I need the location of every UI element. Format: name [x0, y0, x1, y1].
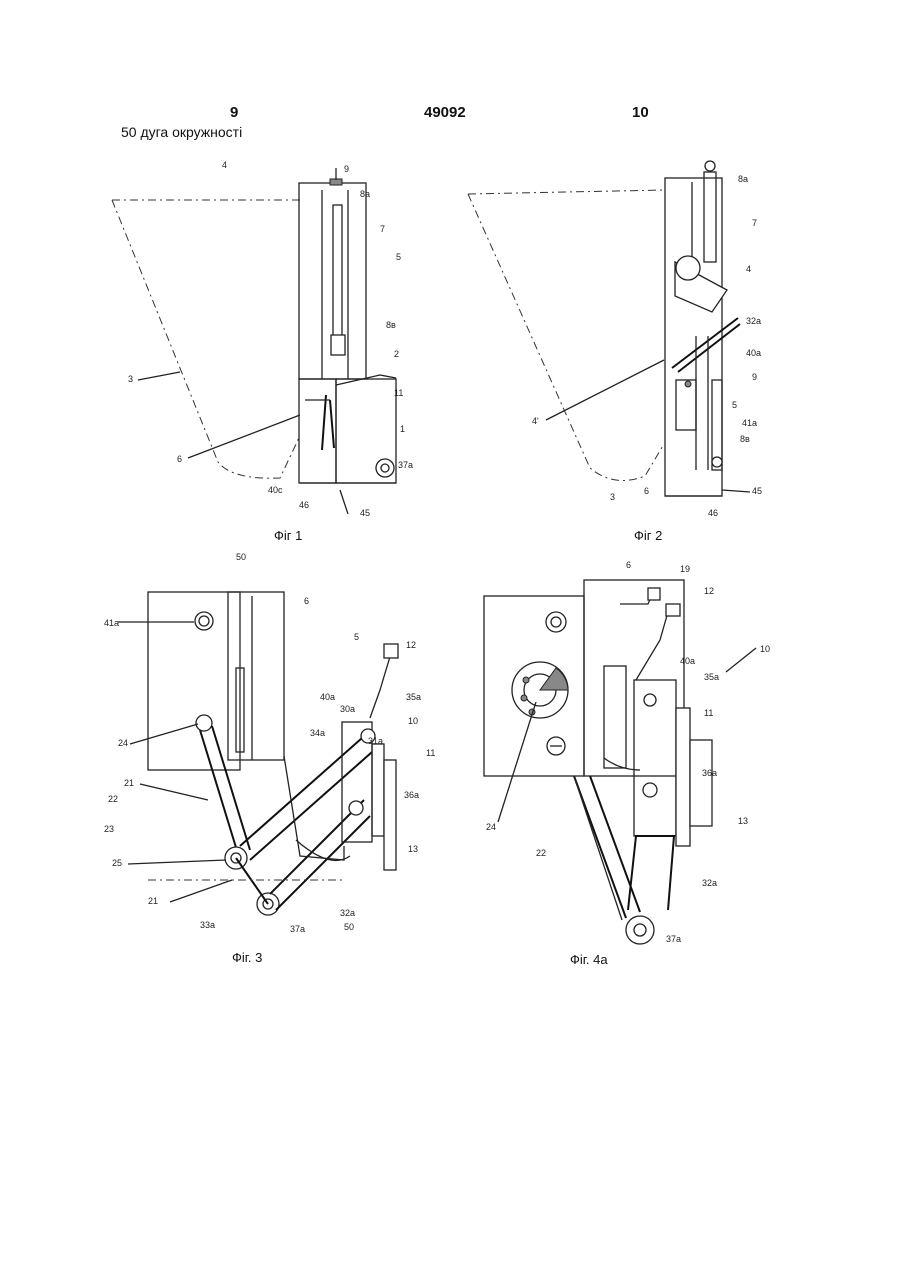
fig3-label: 10	[408, 716, 418, 726]
fig3-label: 12	[406, 640, 416, 650]
fig2-label: 32а	[746, 316, 761, 326]
figure-3-caption: Фіг. 3	[232, 950, 262, 965]
fig3-label: 25	[112, 858, 122, 868]
fig3-label: 33а	[200, 920, 215, 930]
fig2-label: 6	[644, 486, 649, 496]
fig3-label: 40а	[320, 692, 335, 702]
fig4a-label: 40а	[680, 656, 695, 666]
fig3-label: 32а	[340, 908, 355, 918]
fig2-label: 4'	[532, 416, 539, 426]
fig3-label: 35а	[406, 692, 421, 702]
fig3-label: 34а	[310, 728, 325, 738]
fig2-label: 4	[746, 264, 751, 274]
fig3-label: 13	[408, 844, 418, 854]
fig1-label: 6	[177, 454, 182, 464]
fig4a-label: 13	[738, 816, 748, 826]
fig3-label: 11	[426, 748, 435, 758]
fig2-label: 41а	[742, 418, 757, 428]
fig3-label: 5	[354, 632, 359, 642]
fig1-label: 1	[400, 424, 405, 434]
fig2-label: 8в	[740, 434, 750, 444]
fig1-label: 9	[344, 164, 349, 174]
fig1-label: 40с	[268, 485, 283, 495]
fig3-label: 21	[124, 778, 134, 788]
fig3-label: 50	[344, 922, 354, 932]
fig4a-label: 36а	[702, 768, 717, 778]
fig3-label: 37а	[290, 924, 305, 934]
fig3-label: 31а	[368, 736, 383, 746]
fig4a-label: 12	[704, 586, 714, 596]
fig4a-label: 6	[626, 560, 631, 570]
fig1-label: 8в	[386, 320, 396, 330]
fig4a-label: 32а	[702, 878, 717, 888]
fig1-label: 4	[222, 160, 227, 170]
fig1-label: 7	[380, 224, 385, 234]
fig3-label: 21	[148, 896, 158, 906]
fig3-label: 6	[304, 596, 309, 606]
fig3-label: 23	[104, 824, 114, 834]
fig2-label: 3	[610, 492, 615, 502]
fig3-label: 22	[108, 794, 118, 804]
fig3-label: 36а	[404, 790, 419, 800]
fig2-label: 9	[752, 372, 757, 382]
fig2-label: 7	[752, 218, 757, 228]
figure-4a-labels: 6 19 12 10 40а 35а 11 36а 24 13 22 32а 3…	[486, 560, 770, 944]
figure-1-drawing	[112, 168, 396, 483]
figure-2-labels: 8а 7 4 32а 40а 9 5 41а 8в 4' 3 6 45 46	[532, 174, 762, 518]
fig3-label: 50	[236, 552, 246, 562]
fig4a-label: 19	[680, 564, 690, 574]
fig1-label: 5	[396, 252, 401, 262]
fig4a-label: 37а	[666, 934, 681, 944]
figure-1-caption: Фіг 1	[274, 528, 302, 543]
fig1-label: 2	[394, 349, 399, 359]
figure-2-caption: Фіг 2	[634, 528, 662, 543]
figure-3-labels: 50 41а 6 5 12 40а 35а 30а 10 34а 31а 11 …	[104, 552, 435, 934]
figure-4a-drawing	[484, 580, 712, 944]
figure-4a-caption: Фіг. 4а	[570, 952, 608, 967]
fig2-label: 40а	[746, 348, 761, 358]
fig1-label: 3	[128, 374, 133, 384]
fig4a-label: 10	[760, 644, 770, 654]
fig4a-label: 11	[704, 708, 713, 718]
fig2-label: 5	[732, 400, 737, 410]
fig1-label: 45	[360, 508, 370, 518]
fig1-label: 11	[394, 388, 403, 398]
fig3-label: 24	[118, 738, 128, 748]
fig4a-label: 35а	[704, 672, 719, 682]
fig1-label: 37а	[398, 460, 413, 470]
fig2-label: 45	[752, 486, 762, 496]
figure-1-labels: 9 8а 7 5 8в 2 3 11 1 6 37а 40с 46 45 4	[128, 160, 413, 518]
fig2-label: 46	[708, 508, 718, 518]
fig4a-label: 24	[486, 822, 496, 832]
figure-3-drawing	[148, 592, 398, 915]
fig1-label: 46	[299, 500, 309, 510]
figure-2-drawing	[468, 161, 740, 496]
fig3-label: 30а	[340, 704, 355, 714]
fig2-label: 8а	[738, 174, 748, 184]
fig1-label: 8а	[360, 189, 370, 199]
fig4a-label: 22	[536, 848, 546, 858]
fig3-label: 41а	[104, 618, 119, 628]
